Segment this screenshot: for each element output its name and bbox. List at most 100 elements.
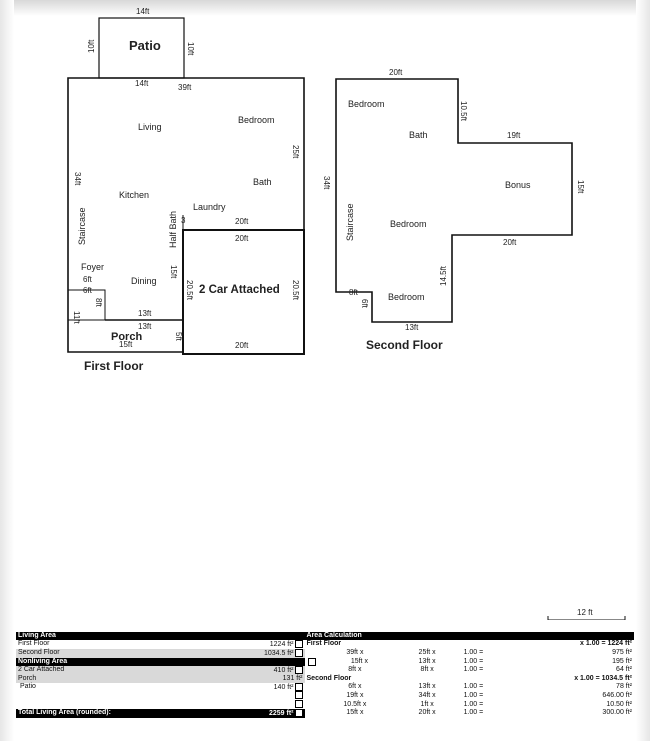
dim-second-145: 14.5ft [439,265,448,286]
checkbox[interactable] [294,691,303,700]
dim-left-11: 11ft [72,311,81,325]
dim-first-right: 25ft [291,145,300,159]
table-row: 19ft x 34ft x 1.00 = 646.00 ft² [16,691,634,700]
table-row: 2 Car Attached 410 ft² 8ft x 8ft x 1.00 … [16,665,634,675]
calc-cell: 975 ft² [612,649,632,657]
calc-cell: 13ft x [418,682,436,690]
dim-second-20: 20ft [503,238,517,247]
checkbox[interactable] [307,657,316,666]
dim-second-top: 20ft [389,68,403,77]
calc-cell: 20ft x [418,709,436,717]
calc-cell: 15ft x [346,709,364,717]
calc-cell: 1.00 = [463,666,484,674]
room-patio: Patio [129,38,161,53]
room-foyer: Foyer [81,262,104,272]
garage-value: 410 ft² [216,665,305,675]
empty-checkbox-cell [216,691,304,700]
room-bath: Bath [253,177,272,187]
patio-label: Patio [19,682,36,690]
calc-cell: 1.00 = [463,657,484,665]
first-floor-plan [67,17,305,355]
room-bonus: Bonus [505,180,531,190]
living-area-header: Living Area [16,632,305,640]
dim-porch-13a: 13ft [138,309,152,318]
dim-foyer-8: 8ft [94,298,103,308]
first-floor-label: First Floor [18,640,50,648]
dim-porch-15: 15ft [119,340,133,349]
second-floor-title: Second Floor [366,338,443,352]
calc-cell: 1.00 = [463,700,484,708]
porch-value: 131 ft² [216,674,305,683]
calc-first-label: First Floor [306,640,342,648]
dim-foyer-6b: 6ft [83,286,93,295]
room-staircase: Staircase [77,207,87,245]
dim-second-8: 8ft [349,288,359,297]
room-bedroom: Bedroom [238,115,275,125]
calc-cell: 64 ft² [616,666,632,674]
first-floor-value: 1224 ft² [216,640,304,649]
dim-garage-left: 20.5ft [185,280,194,301]
first-floor-title: First Floor [84,359,144,373]
table-row: Patio 140 ft² 6ft x 13ft x 1.00 = 78 ft² [16,682,634,692]
room-half-bath: Half Bath [168,211,178,248]
calc-cell: 1.00 = [463,709,484,717]
checkbox[interactable] [294,682,303,691]
table-row: Porch 131 ft² Second Floor x 1.00 = 1034… [16,674,634,683]
area-table: Living Area Area Calculation First Floor… [16,632,634,718]
patio-value: 140 ft² [216,682,304,692]
nonliving-label: Nonliving Area [16,657,305,666]
dim-second-19: 19ft [507,131,521,140]
calc-cell: 10.50 ft² [606,700,632,708]
calc-cell: 1.00 = [463,682,484,690]
total-label: Total Living Area (rounded): [16,709,217,718]
calc-cell: 34ft x [418,691,436,699]
dim-second-105: 10.5ft [459,101,468,122]
dim-laundry-20a: 20ft [235,217,249,226]
checkbox[interactable] [294,700,303,709]
room-garage: 2 Car Attached [199,284,280,296]
table-row: Second Floor 1034.5 ft² 39ft x 25ft x 1.… [16,648,634,658]
second-floor-label: Second Floor [16,648,217,658]
second-floor-outline [335,78,573,323]
room-dining: Dining [131,276,157,286]
foyer-notch [68,289,106,321]
table-header-row: Living Area Area Calculation [16,632,634,640]
right-shadow [636,0,650,741]
calc-cell: 195 ft² [612,657,632,665]
calc-cell: 6ft x [348,682,362,690]
left-shadow [0,0,14,741]
checkbox[interactable] [294,709,303,718]
calc-cell: 1.00 = [463,691,484,699]
checkbox[interactable] [294,640,303,648]
dim-patio-right: 10ft [186,42,195,56]
calc-cell-a: 15ft x [305,657,406,666]
room-laundry: Laundry [193,202,226,212]
dim-porch-13b: 13ft [138,322,152,331]
dim-second-left: 34ft [322,176,331,190]
dim-first-top: 39ft [178,83,192,92]
dim-first-left: 34ft [73,172,82,186]
area-calc-header: Area Calculation [304,632,634,640]
calc-cell: 646.00 ft² [602,691,632,699]
room-porch: Porch [111,331,142,343]
table-row: 10.5ft x 1ft x 1.00 = 10.50 ft² [16,700,634,709]
checkbox[interactable] [294,665,303,674]
table-row: Nonliving Area 15ft x 13ft x 1.00 = 195 … [16,657,634,666]
calc-cell: 39ft x [346,649,364,657]
total-value: 2259 ft² [216,709,305,718]
table-row: Total Living Area (rounded): 2259 ft² 15… [16,709,634,718]
calc-second-label: Second Floor [306,674,352,682]
calc-cell: 10.5ft x [343,700,367,708]
room-bedroom-2: Bedroom [390,219,427,229]
dim-patio-top: 14ft [136,7,150,16]
calc-first-total: x 1.00 = 1224 ft² [580,640,632,648]
scale-label: 12 ft [577,608,593,617]
room-bedroom-3: Bedroom [388,292,425,302]
second-floor-plan [335,78,573,323]
empty-checkbox-cell [216,700,304,709]
floor-plan-drawing: Patio Living Bedroom Bath Kitchen Laundr… [67,7,626,620]
checkbox[interactable] [294,648,303,657]
dim-foyer-6: 6ft [83,275,93,284]
porch-label: Porch [16,674,217,683]
calc-cell: 19ft x [346,691,364,699]
